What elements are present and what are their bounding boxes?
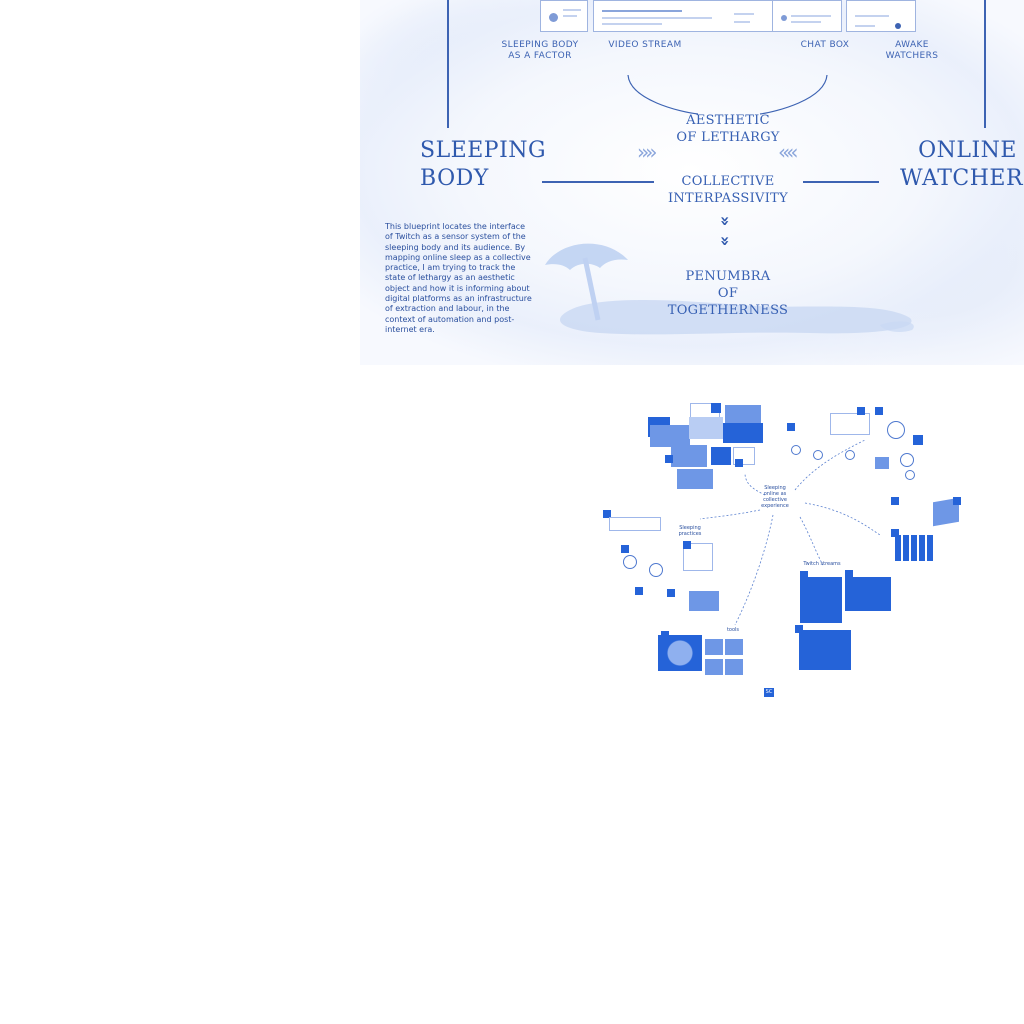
network-node [791,445,801,455]
beach-umbrella-illustration [545,243,914,335]
tools-card [705,639,723,655]
aesthetic-of-lethargy-label: AESTHETIC OF LETHARGY [676,113,780,145]
collage-marker [735,459,743,467]
chevron-down-icon: » [716,215,736,227]
collective-interpassivity-label: COLLECTIVE INTERPASSIVITY [667,174,789,206]
icon-marker [891,529,899,537]
icon-marker [891,497,899,505]
stream-marker [795,625,803,633]
collage-marker [665,455,673,463]
blueprint-panel: SLEEPING BODY AS A FACTOR VIDEO STREAM C… [360,0,1024,365]
chevron-right-icon: »» [637,140,658,164]
sleeping-practices-label: Sleeping practices [678,525,702,537]
network-node [887,421,905,439]
badge-label: SC [765,689,773,695]
streamer-label: SLEEPING BODY AS A FACTOR [501,40,579,61]
right-connector-line [803,181,879,183]
cluster-marker [635,587,643,595]
chevron-down-icon-2: » [716,235,736,247]
network-marker [913,435,923,445]
cluster-tile [689,591,719,611]
network-node [813,450,823,460]
badge [764,688,774,697]
tools-label: tools [726,627,740,633]
globe-image [658,635,702,671]
network-card [830,413,870,435]
awake-watchers-label: AWAKE WATCHERS [885,40,939,61]
chat-box-thumbnail [772,0,842,32]
collage-tile [711,403,721,413]
tools-card [705,659,723,675]
collage-tile [725,405,761,423]
penumbra-label: PENUMBRA OF TOGETHERNESS [667,269,789,318]
mind-map-connectors [699,439,881,626]
social-icon-grid [895,535,935,561]
right-vertical-line [984,0,986,128]
video-stream-thumbnail [593,0,773,32]
tools-card [725,639,743,655]
watchers-thumbnail [846,0,916,32]
network-marker [787,423,795,431]
tools-marker [661,631,669,639]
icon-marker [953,497,961,505]
online-watchers-title: ONLINE WATCHERS [900,138,1024,191]
blueprint-description: This blueprint locates the interface of … [385,222,532,334]
cluster-node [649,563,663,577]
network-marker [857,407,865,415]
collage-tile [671,445,707,467]
chat-box-label: CHAT BOX [800,40,850,50]
network-node [900,453,914,467]
cluster-card [609,517,661,531]
collage-tile [689,417,723,439]
streamer-screen-thumbnail [540,0,588,32]
cluster-marker [683,541,691,549]
collage-tile [677,469,713,489]
collage-tile [723,423,763,443]
cluster-node [623,555,637,569]
network-node [905,470,915,480]
mind-map-center-note: Sleeping online as collective experience [761,485,789,509]
cluster-marker [603,510,611,518]
cluster-marker [621,545,629,553]
collage-tile [650,425,690,447]
twitch-streams-label: Twitch streams [803,561,841,567]
chevron-left-icon: «« [778,140,799,164]
left-connector-line [542,181,654,183]
video-stream-label: VIDEO STREAM [608,40,682,50]
stream-marker [845,570,853,578]
stream-marker [800,571,808,579]
stream-screenshot [845,577,891,611]
cluster-marker [667,589,675,597]
stream-screenshot [800,577,842,623]
network-marker [875,457,889,469]
collage-tile [711,447,731,465]
network-node [845,450,855,460]
tools-card [725,659,743,675]
stream-screenshot [799,630,851,670]
network-marker [875,407,883,415]
mind-map: Sleeping online as collective experience… [595,395,975,700]
sleeping-body-title: SLEEPING BODY [420,138,547,191]
left-vertical-line [447,0,449,128]
